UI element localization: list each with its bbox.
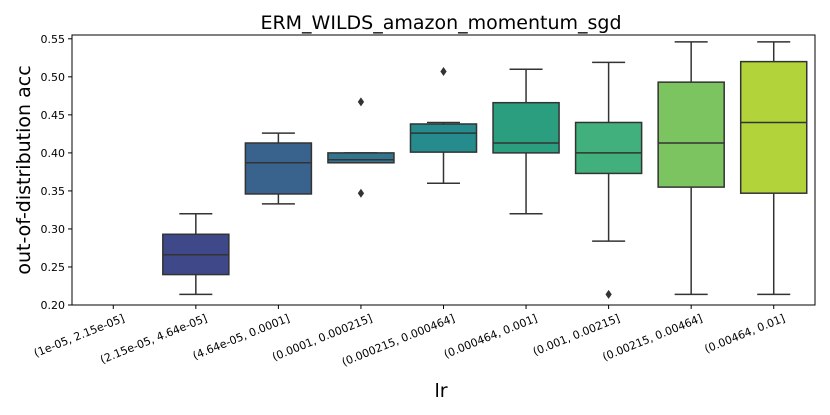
box-iqr — [327, 152, 395, 164]
box-iqr — [244, 142, 313, 195]
x-axis-label: lr — [434, 380, 447, 402]
y-axis: 0.20 0.25 0.30 0.35 0.40 0.45 0.50 0.55 — [41, 33, 72, 312]
box-group-3 — [327, 97, 395, 198]
outlier-point — [357, 97, 365, 107]
box-group-5 — [492, 68, 560, 215]
chart-title: ERM_WILDS_amazon_momentum_sgd — [260, 12, 621, 34]
x-tick-label: (0.00464, 0.01] — [703, 312, 787, 356]
box-group-6 — [574, 61, 643, 299]
y-tick-label: 0.30 — [41, 223, 66, 236]
y-tick-label: 0.45 — [41, 109, 66, 122]
box-group-2 — [244, 132, 313, 205]
x-axis: (1e-05, 2.15e-05](2.15e-05, 4.64e-05](4.… — [32, 305, 787, 369]
box-group-8 — [739, 41, 808, 296]
box-group-7 — [657, 41, 725, 296]
box-group-1 — [162, 212, 230, 296]
outlier-point — [605, 289, 612, 299]
y-tick-label: 0.35 — [41, 185, 66, 198]
plot-area — [71, 34, 816, 306]
y-tick-label: 0.55 — [41, 33, 66, 46]
box-iqr — [739, 60, 808, 194]
y-tick-label: 0.50 — [41, 71, 66, 84]
box-iqr — [574, 121, 643, 175]
y-tick-label: 0.25 — [41, 261, 66, 274]
box-iqr — [492, 101, 560, 154]
box-iqr — [409, 123, 478, 153]
y-tick-label: 0.20 — [41, 299, 66, 312]
y-tick-label: 0.40 — [41, 147, 66, 160]
y-axis-label: out-of-distribution acc — [13, 65, 35, 274]
box-iqr — [657, 81, 725, 188]
x-tick-label: (0.000464, 0.001] — [442, 312, 539, 361]
outlier-point — [440, 67, 447, 77]
box-group-4 — [409, 67, 478, 185]
outlier-point — [357, 188, 365, 198]
